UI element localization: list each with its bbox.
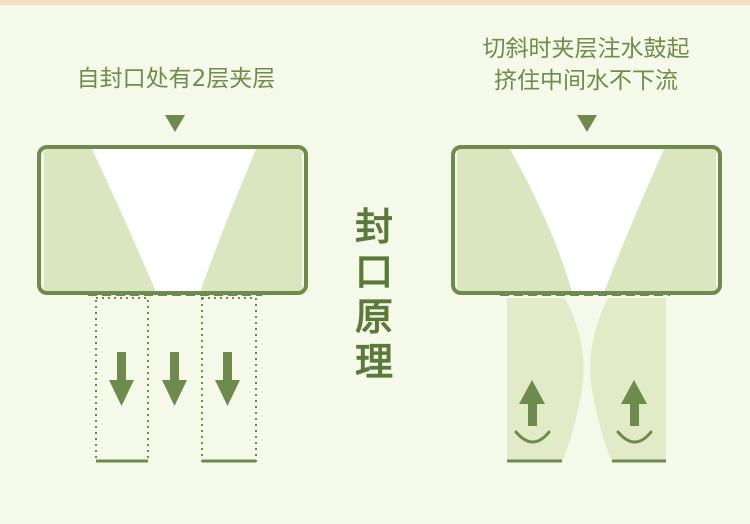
- left-bag-left-layer: [44, 149, 156, 292]
- right-chamber-left: [507, 298, 584, 461]
- title-char-3: 原: [354, 295, 393, 339]
- title-char-2: 口: [354, 250, 393, 294]
- right-bag-left-layer: [457, 149, 572, 292]
- up-arrow-icon: [519, 380, 545, 426]
- right-bag-center-gap: [510, 149, 664, 292]
- left-pointer-icon: [165, 115, 185, 132]
- right-bag: [451, 145, 722, 296]
- top-band: [0, 0, 750, 5]
- left-caption: 自封口处有2层夹层: [76, 66, 276, 92]
- left-bag-center-gap: [92, 149, 256, 292]
- smile-curve-icon: [616, 430, 653, 444]
- title-char-4: 理: [354, 340, 393, 384]
- right-caption-line-2: 挤住中间水不下流: [494, 68, 678, 94]
- down-arrow-icon: [109, 352, 134, 406]
- right-chamber-right: [590, 298, 666, 461]
- right-pointer-icon: [577, 115, 597, 132]
- right-bag-right-layer: [604, 149, 716, 292]
- left-bag: [37, 145, 308, 296]
- left-bag-right-layer: [200, 149, 302, 292]
- smile-curve-icon: [514, 430, 551, 444]
- down-arrow-icon: [162, 352, 187, 406]
- down-arrow-icon: [215, 352, 240, 406]
- title-char-1: 封: [354, 205, 393, 249]
- right-caption-line-1: 切斜时夹层注水鼓起: [482, 36, 690, 62]
- up-arrow-icon: [621, 380, 647, 426]
